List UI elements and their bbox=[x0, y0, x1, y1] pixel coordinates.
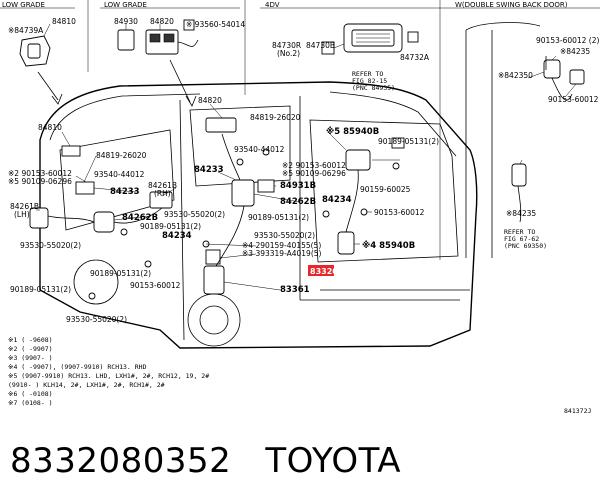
label-90153-f: 90153-60012 (2) bbox=[548, 95, 600, 104]
inset-4dv-handle bbox=[321, 23, 419, 55]
label-90109-b: ※5 90109-06296 bbox=[282, 169, 346, 178]
inset-switch bbox=[117, 19, 199, 55]
label-93530-d: 93530-55020(2) bbox=[254, 231, 315, 240]
label-84233-a: 84233 bbox=[194, 165, 224, 175]
label-84730r-no2: (No.2) bbox=[277, 49, 300, 58]
highlight-83320-box[interactable] bbox=[308, 265, 334, 276]
label-84820-top: 84820 bbox=[150, 17, 174, 26]
label-90153-a: ※2 90153-60012 bbox=[8, 169, 72, 178]
footnote-2: ※2 ( -9907) bbox=[8, 345, 53, 353]
ref2-line2: FIG 67-62 bbox=[504, 235, 539, 243]
ref2-line3: (PNC 69350) bbox=[504, 242, 547, 250]
footnote-1: ※1 ( -9608) bbox=[8, 336, 53, 344]
label-90159: 90159-60025 bbox=[360, 185, 411, 194]
label-84234-a: 84234 bbox=[162, 231, 192, 241]
label-93530-c: 93530-55020(2) bbox=[66, 315, 127, 324]
label-90153-b: 90153-60012 bbox=[130, 281, 181, 290]
label-93540-b: 93540-44012 bbox=[94, 170, 145, 179]
label-84732a: 84732A bbox=[400, 53, 430, 62]
panel-frames bbox=[0, 0, 600, 260]
label-84235-b: ※84235 bbox=[506, 209, 536, 218]
label-84930: 84930 bbox=[114, 17, 138, 26]
label-90153-c: ※2 90153-60012 bbox=[282, 161, 346, 170]
caption: 8332080352 TOYOTA bbox=[10, 436, 401, 486]
label-84931b: 84931B bbox=[280, 181, 316, 191]
label-85940b-b: ※4 85940B bbox=[362, 240, 415, 251]
label-84262b-b: 84262B bbox=[280, 197, 316, 207]
label-290159: ※4 290159-40155(5) bbox=[242, 241, 321, 250]
label-90109-a: ※5 90109-06296 bbox=[8, 177, 72, 186]
ref2-line1: REFER TO bbox=[504, 228, 535, 236]
header-4dv: 4DV bbox=[265, 1, 280, 9]
inset-bumper-pad bbox=[19, 23, 51, 67]
label-84730r: 84730R bbox=[272, 41, 301, 50]
label-93530-b: 93530-55020(2) bbox=[20, 241, 81, 250]
label-84235-a: ※84235 bbox=[560, 47, 590, 56]
inset-back-door bbox=[465, 22, 585, 258]
label-393319: ※3 393319-A4019(5) bbox=[242, 249, 322, 258]
footnote-4: ※4 ( -9907), (9907-9910) RCH13. RHD bbox=[8, 363, 147, 371]
footnote-3: ※3 (9907- ) bbox=[8, 354, 53, 362]
label-85940b-a: ※5 85940B bbox=[326, 126, 379, 137]
label-90189-d: 90189-05131(2) bbox=[248, 213, 309, 222]
label-84261b-b: 84261B bbox=[10, 202, 39, 211]
label-93560: ※ 93560-54014 bbox=[186, 20, 245, 29]
highlight-83320-label[interactable]: 83320 bbox=[310, 267, 338, 276]
header-low-grade-2: LOW GRADE bbox=[104, 1, 147, 9]
label-84233-b: 84233 bbox=[110, 187, 140, 197]
label-93540-a: 93540-44012 bbox=[234, 145, 285, 154]
label-84810-top: 84810 bbox=[52, 17, 76, 26]
label-90153-d: 90153-60012 bbox=[374, 208, 425, 217]
footnote-5: ※5 (9907-9910) RCH13. LHD, LXH1#, 2#, RC… bbox=[8, 372, 209, 380]
caption-part-number: 8332080352 bbox=[10, 441, 232, 481]
header-low-grade-1: LOW GRADE bbox=[2, 1, 45, 9]
label-90189-a: 90189-05131(2) bbox=[140, 222, 201, 231]
footnote-5-cont: (9910- ) KLH14, 2#, LXH1#, 2#, RCH1#, 2# bbox=[8, 381, 165, 389]
label-83361: 83361 bbox=[280, 285, 310, 295]
label-93530-a: 93530-55020(2) bbox=[164, 210, 225, 219]
label-84261b-a: 84261B bbox=[148, 181, 177, 190]
vehicle-body bbox=[39, 81, 478, 349]
ref1-line3: (PNC 84935) bbox=[352, 84, 395, 92]
label-84819: 84819-26020 bbox=[250, 113, 301, 122]
label-90189-c: 90189-05131(2) bbox=[10, 285, 71, 294]
ref1-line1: REFER TO bbox=[352, 70, 383, 78]
label-84730b: 84730B bbox=[306, 41, 335, 50]
label-84261b-b-lh: (LH) bbox=[14, 210, 30, 219]
label-84739a: ※84739A bbox=[8, 26, 44, 35]
figure-id: 841372J bbox=[564, 407, 591, 415]
label-84819-b: 84819-26020 bbox=[96, 151, 147, 160]
label-84261b-a-rh: (RH) bbox=[154, 189, 171, 198]
leader-lines bbox=[36, 103, 400, 291]
label-90153-e: 90153-60012 (2) bbox=[536, 36, 600, 45]
mechanism-parts bbox=[29, 117, 405, 300]
footnotes: ※1 ( -9608) ※2 ( -9907) ※3 (9907- ) ※4 (… bbox=[8, 336, 209, 407]
callout-arrows bbox=[37, 59, 197, 107]
parts-diagram: LOW GRADE LOW GRADE 4DV W(DOUBLE SWING B… bbox=[0, 0, 600, 415]
label-90189-b: 90189-05131(2) bbox=[90, 269, 151, 278]
label-84235o: ※842350 bbox=[498, 71, 533, 80]
label-84820-mid: 84820 bbox=[198, 96, 222, 105]
footnote-6: ※6 ( -0108) bbox=[8, 390, 53, 398]
label-84234-b: 84234 bbox=[322, 195, 352, 205]
ref1-line2: FIG 82-15 bbox=[352, 77, 387, 85]
label-84262b-a: 84262B bbox=[122, 213, 158, 223]
caption-brand: TOYOTA bbox=[265, 441, 402, 481]
label-84810-mid: 84810 bbox=[38, 123, 62, 132]
header-double-swing: W(DOUBLE SWING BACK DOOR) bbox=[455, 1, 568, 9]
label-90189-e: 90189-05131(2) bbox=[378, 137, 439, 146]
footnote-7: ※7 (0108- ) bbox=[8, 399, 53, 407]
